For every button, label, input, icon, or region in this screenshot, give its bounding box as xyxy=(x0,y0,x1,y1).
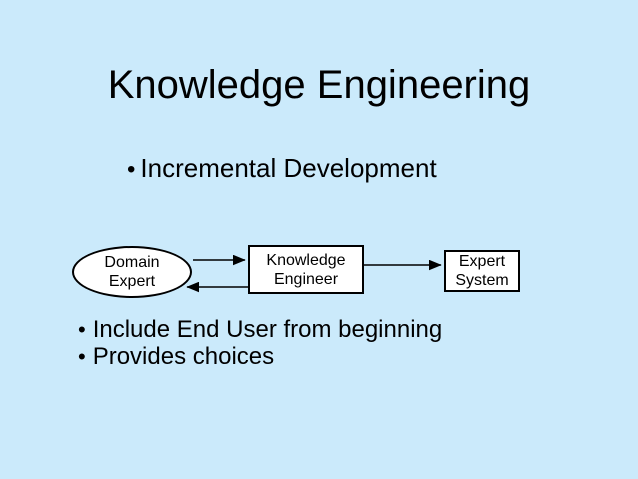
bullet-text: Incremental Development xyxy=(140,153,437,183)
node-label-line: Domain xyxy=(104,254,160,271)
bullet-text: Provides choices xyxy=(92,343,275,370)
bullet-incremental-development: • Incremental Development xyxy=(127,153,437,185)
node-label-line: Expert xyxy=(458,253,506,270)
node-label-line: Engineer xyxy=(273,270,339,288)
bullet-icon: • xyxy=(78,317,86,342)
node-label-line: Expert xyxy=(108,273,156,290)
diagram-node-domain-expert: Domain Expert xyxy=(72,246,192,298)
bullet-icon: • xyxy=(78,344,86,369)
bullet-include-end-user: • Include End User from beginning xyxy=(78,316,442,343)
bullet-provides-choices: • Provides choices xyxy=(78,343,442,370)
diagram-node-expert-system: Expert System xyxy=(444,250,520,292)
bullet-text: Include End User from beginning xyxy=(92,316,443,343)
bottom-bullet-list: • Include End User from beginning • Prov… xyxy=(78,316,442,370)
node-label-line: System xyxy=(455,272,509,289)
node-label-line: Knowledge xyxy=(266,251,346,269)
slide-title: Knowledge Engineering xyxy=(107,63,531,107)
diagram-node-knowledge-engineer: Knowledge Engineer xyxy=(248,245,364,294)
bullet-icon: • xyxy=(127,156,136,183)
